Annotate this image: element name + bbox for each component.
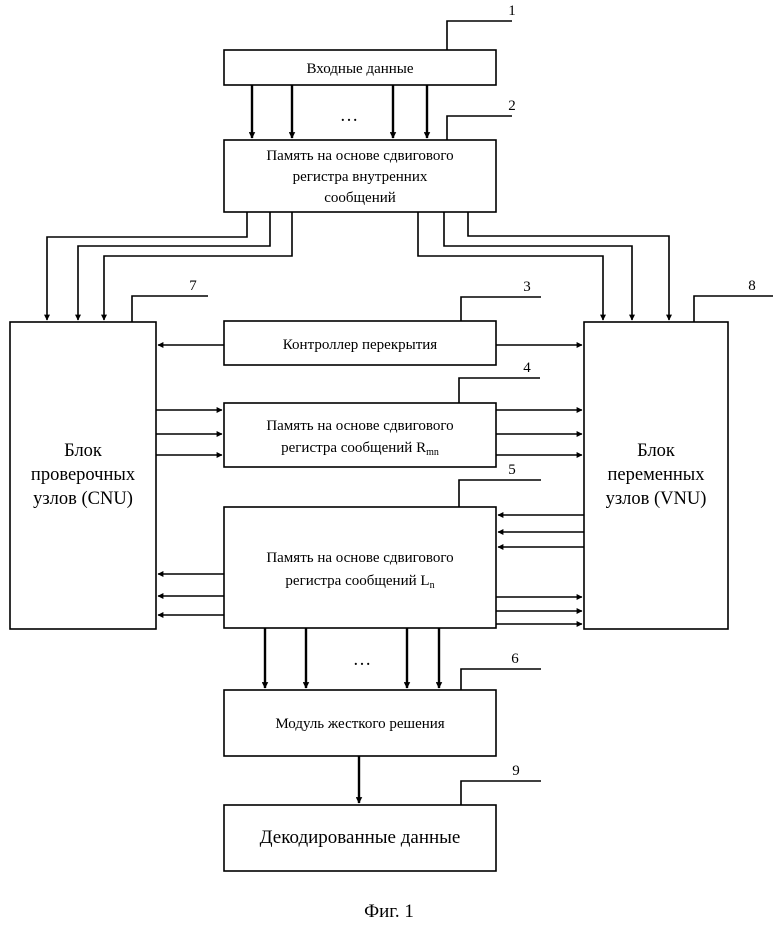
vnu-line-2: переменных (608, 465, 706, 485)
rmn-memory-line-2: регистра сообщений Rmn (281, 440, 439, 458)
rmn-subscript: mn (426, 447, 439, 458)
ref-number-1: 1 (508, 3, 516, 19)
ref-number-2: 2 (508, 98, 516, 114)
ln-memory-line-1: Память на основе сдвигового (266, 550, 453, 566)
vnu-line-1: Блок (637, 441, 675, 461)
leader-line-2 (447, 116, 512, 140)
rmn-memory-line-2-main: регистра сообщений R (281, 440, 426, 456)
ln-memory-line-2-main: регистра сообщений L (285, 573, 429, 589)
ref-number-4: 4 (523, 360, 531, 376)
rmn-memory-line-1: Память на основе сдвигового (266, 418, 453, 434)
leader-line-5 (459, 480, 541, 507)
internal-memory-line-3: сообщений (324, 190, 396, 206)
ref-number-3: 3 (523, 279, 531, 295)
leader-line-1 (447, 21, 512, 50)
figure-caption: Фиг. 1 (364, 901, 414, 922)
arrow-memory-to-vnu (468, 212, 669, 320)
hard-decision-label: Модуль жесткого решения (275, 716, 444, 732)
internal-memory-line-2: регистра внутренних (293, 169, 428, 185)
arrow-memory-to-cnu (78, 212, 270, 320)
rmn-memory-box (224, 403, 496, 467)
ellipsis-top: … (340, 106, 359, 126)
arrow-memory-to-cnu (47, 212, 247, 320)
ref-number-6: 6 (511, 651, 519, 667)
ellipsis-bottom: … (353, 650, 372, 670)
leader-line-7 (132, 296, 208, 322)
cnu-line-2: проверочных (31, 465, 136, 485)
leader-line-6 (461, 669, 541, 690)
vnu-line-3: узлов (VNU) (606, 489, 707, 509)
ref-number-5: 5 (508, 462, 516, 478)
cnu-line-3: узлов (CNU) (33, 489, 133, 509)
internal-memory-line-1: Память на основе сдвигового (266, 148, 453, 164)
ref-number-7: 7 (189, 278, 197, 294)
leader-line-9 (461, 781, 541, 805)
arrow-memory-to-vnu (418, 212, 603, 320)
overlap-controller-label: Контроллер перекрытия (283, 337, 437, 353)
ref-number-9: 9 (512, 763, 520, 779)
leader-line-3 (461, 297, 541, 321)
input-data-label: Входные данные (306, 61, 413, 77)
ref-number-8: 8 (748, 278, 756, 294)
ln-memory-line-2: регистра сообщений Ln (285, 573, 434, 591)
cnu-line-1: Блок (64, 441, 102, 461)
ln-memory-box (224, 507, 496, 628)
ln-subscript: n (430, 580, 435, 591)
decoded-data-label: Декодированные данные (260, 827, 461, 848)
leader-line-8 (694, 296, 773, 322)
leader-line-4 (459, 378, 540, 403)
